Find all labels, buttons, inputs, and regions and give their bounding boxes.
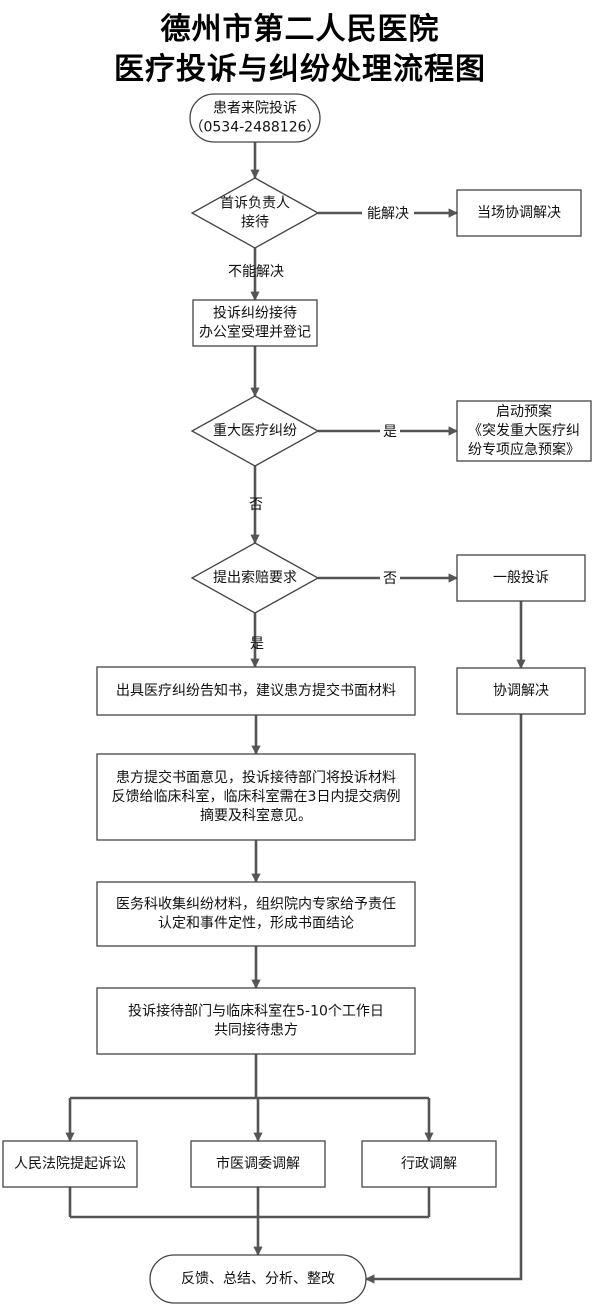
major-dispute-decision: 重大医疗纠纷 xyxy=(190,395,320,467)
label-no-claim-text: 否 xyxy=(383,571,397,587)
emergency-plan-box-text: 纷专项应急预案》 xyxy=(468,441,580,458)
first-reception-decision-text: 首诉负责人 xyxy=(220,196,290,212)
onsite-resolve-box-text: 当场协调解决 xyxy=(477,205,561,221)
label-yes-claim: 是 xyxy=(250,636,264,652)
written-opinion-box-text: 摘要及科室意见。 xyxy=(200,807,312,824)
label-yes-major-text: 是 xyxy=(383,424,397,440)
label-yes-major: 是 xyxy=(380,422,400,442)
notice-box-text: 出具医疗纠纷告知书，建议患方提交书面材料 xyxy=(116,682,396,699)
mediation-box-text: 市医调委调解 xyxy=(216,1155,300,1172)
coordinate-resolve-box: 协调解决 xyxy=(456,667,586,715)
page-title: 德州市第二人民医院 xyxy=(160,12,440,47)
label-no-major: 否 xyxy=(249,497,263,513)
emergency-plan-box-text: 《突发重大医疗纠 xyxy=(468,423,580,439)
joint-reception-box-text: 共同接待患方 xyxy=(214,1022,298,1039)
end-terminal-text: 反馈、总结、分析、整改 xyxy=(181,1271,335,1287)
major-dispute-decision-text: 重大医疗纠纷 xyxy=(213,423,297,439)
joint-reception-box-text: 投诉接待部门与临床科室在5-10个工作日 xyxy=(128,1003,384,1020)
onsite-resolve-box: 当场协调解决 xyxy=(456,189,582,237)
end-terminal: 反馈、总结、分析、整改 xyxy=(149,1254,367,1304)
edge-coordinate-to-end xyxy=(365,714,523,1284)
claim-compensation-decision-text: 提出索赔要求 xyxy=(213,569,297,586)
first-reception-decision-text: 接待 xyxy=(241,214,269,231)
general-complaint-box: 一般投诉 xyxy=(456,554,586,602)
start-terminal-text: 患者来院投诉 xyxy=(213,101,297,117)
label-can-resolve-text: 能解决 xyxy=(367,206,409,222)
label-cannot-resolve-text: 不能解决 xyxy=(228,264,284,280)
label-no-major-text: 否 xyxy=(249,497,263,513)
claim-compensation-decision: 提出索赔要求 xyxy=(190,542,320,614)
mediation-box: 市医调委调解 xyxy=(190,1140,326,1188)
admin-mediation-box: 行政调解 xyxy=(361,1140,497,1188)
start-terminal: 患者来院投诉 （0534-2488126） xyxy=(189,93,321,143)
notice-box: 出具医疗纠纷告知书，建议患方提交书面材料 xyxy=(96,666,416,716)
start-terminal-text: （0534-2488126） xyxy=(189,120,320,136)
admin-mediation-box-text: 行政调解 xyxy=(401,1156,457,1172)
written-opinion-box-text: 患方提交书面意见，投诉接待部门将投诉材料 xyxy=(116,769,396,786)
emergency-plan-box-text: 启动预案 xyxy=(496,403,552,420)
label-can-resolve: 能解决 xyxy=(362,204,414,224)
label-yes-claim-text: 是 xyxy=(250,636,264,652)
label-no-claim: 否 xyxy=(380,569,400,589)
lawsuit-box: 人民法院提起诉讼 xyxy=(2,1140,138,1188)
written-opinion-box-text: 反馈给临床科室，临床科室需在3日内提交病例 xyxy=(112,788,401,805)
office-register-box-text: 投诉纠纷接待 xyxy=(213,305,297,322)
coordinate-resolve-box-text: 协调解决 xyxy=(493,683,549,699)
expert-review-box-text: 医务科收集纠纷材料，组织院内专家给予责任 xyxy=(116,896,396,913)
general-complaint-box-text: 一般投诉 xyxy=(493,570,549,586)
office-register-box-text: 办公室受理并登记 xyxy=(199,324,311,341)
expert-review-box-text: 认定和事件定性，形成书面结论 xyxy=(158,916,354,932)
written-opinion-box: 患方提交书面意见，投诉接待部门将投诉材料反馈给临床科室，临床科室需在3日内提交病… xyxy=(96,753,416,841)
page-subtitle: 医疗投诉与纠纷处理流程图 xyxy=(114,52,486,87)
lawsuit-box-text: 人民法院提起诉讼 xyxy=(14,1156,126,1172)
label-cannot-resolve: 不能解决 xyxy=(228,264,284,280)
